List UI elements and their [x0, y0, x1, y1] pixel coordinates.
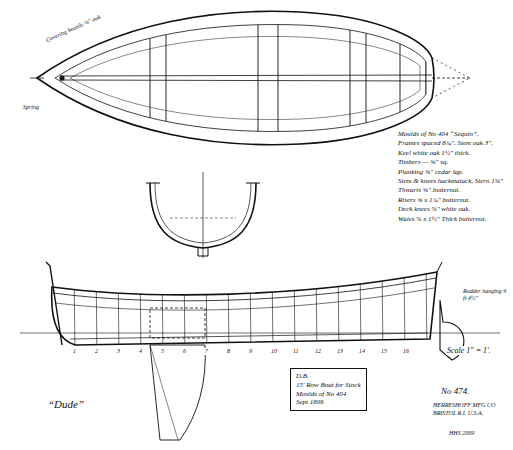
spec-note: Risers ⅝ x 1¾" butternut. — [398, 196, 510, 204]
station-number: 13 — [336, 348, 344, 355]
riser-line — [70, 36, 420, 119]
spec-note: Thwarts ⅝" butternut. — [398, 186, 510, 194]
drawing-label: Rudder hanging 9 ft 4½" — [462, 288, 510, 302]
boat-name: “Dude” — [48, 398, 84, 410]
frame-line — [360, 260, 361, 360]
stamp-text: Moulds of No 404 — [296, 390, 361, 399]
station-number: 7 — [204, 348, 209, 355]
drawing-label: No 474. — [440, 386, 471, 396]
spec-note: Stem & knees hackmatack, Stern 1⅛" — [398, 177, 510, 185]
station-number: 12 — [314, 348, 322, 355]
stamp-text: 15' Row Boat for Stock — [296, 381, 361, 390]
hull-outline — [37, 11, 434, 144]
transom-top — [437, 262, 442, 272]
frames — [74, 260, 427, 360]
spec-note: Planking ⅜" cedar lap. — [398, 168, 510, 176]
midsection — [146, 172, 260, 258]
centerboard — [150, 345, 205, 440]
plan-view — [30, 10, 472, 150]
spec-note: Moulds of No 404 “Sequin”. — [398, 130, 510, 138]
frame-line — [426, 260, 427, 360]
gunwale — [53, 278, 436, 301]
spec-note: Wales ⅞ x 1½" Thick butternut. — [398, 215, 510, 223]
station-number: 10 — [270, 348, 278, 355]
station-number: 6 — [182, 348, 187, 355]
profile-view — [20, 260, 500, 440]
frame-line — [250, 260, 251, 360]
stamp-text: Sept 1896 — [296, 398, 361, 407]
centerboard-pivot-line — [150, 345, 178, 440]
spec-note: Timbers — ⅝" sq. — [398, 158, 510, 166]
mast-step — [60, 76, 64, 80]
frame-line — [206, 260, 207, 360]
station-number: 9 — [248, 348, 253, 355]
drawing-label: Scale 1" = 1'. — [446, 346, 492, 355]
frame-line — [272, 260, 273, 360]
inwale-line — [55, 25, 426, 132]
frame-line — [96, 260, 97, 360]
station-number: 8 — [226, 348, 231, 355]
station-number: 15 — [380, 348, 388, 355]
drawing-label: HHS 2009 — [448, 430, 475, 437]
specification-notes: Moulds of No 404 “Sequin”.Frames spaced … — [398, 130, 510, 224]
drawing-label: BRISTOL R.I. U.S.A. — [432, 410, 484, 417]
station-number: 14 — [358, 348, 366, 355]
frame-line — [228, 260, 229, 360]
centerboard-trunk — [150, 308, 205, 338]
frame-line — [338, 260, 339, 360]
stem-post — [46, 262, 62, 345]
frame-line — [294, 260, 295, 360]
frame-line — [404, 260, 405, 360]
frame-line — [316, 260, 317, 360]
stem-head — [30, 78, 44, 79]
station-number: 3 — [116, 348, 121, 355]
station-number: 11 — [292, 348, 300, 355]
spec-note: Keel white oak 1½" thick. — [398, 149, 510, 157]
stamp-text: D.B. — [296, 372, 361, 381]
keelson — [60, 75, 432, 81]
frame-line — [140, 260, 141, 360]
station-number: 4 — [138, 348, 143, 355]
station-number: 5 — [160, 348, 165, 355]
drawing-label: HERRESHOFF MFG CO — [432, 402, 496, 409]
spec-note: Deck knees ⅞" white oak. — [398, 205, 510, 213]
hull-profile — [52, 272, 437, 345]
drawing-label: Covering boards ⅜" oak — [44, 13, 103, 44]
drawing-label: Spring — [22, 104, 40, 111]
keel-inner — [70, 333, 428, 339]
station-number: 1 — [72, 348, 77, 355]
riser — [56, 288, 434, 310]
spec-note: Frames spaced 8¾". Stem oak 3". — [398, 139, 510, 147]
frame-line — [382, 260, 383, 360]
stern-dotted — [432, 58, 470, 98]
rudder-extension — [432, 78, 472, 79]
station-number: 16 — [402, 348, 410, 355]
frame-line — [74, 260, 75, 360]
frame-line — [118, 260, 119, 360]
title-stamp-box: D.B.15' Row Boat for StockMoulds of No 4… — [290, 368, 367, 411]
station-number: 2 — [94, 348, 99, 355]
